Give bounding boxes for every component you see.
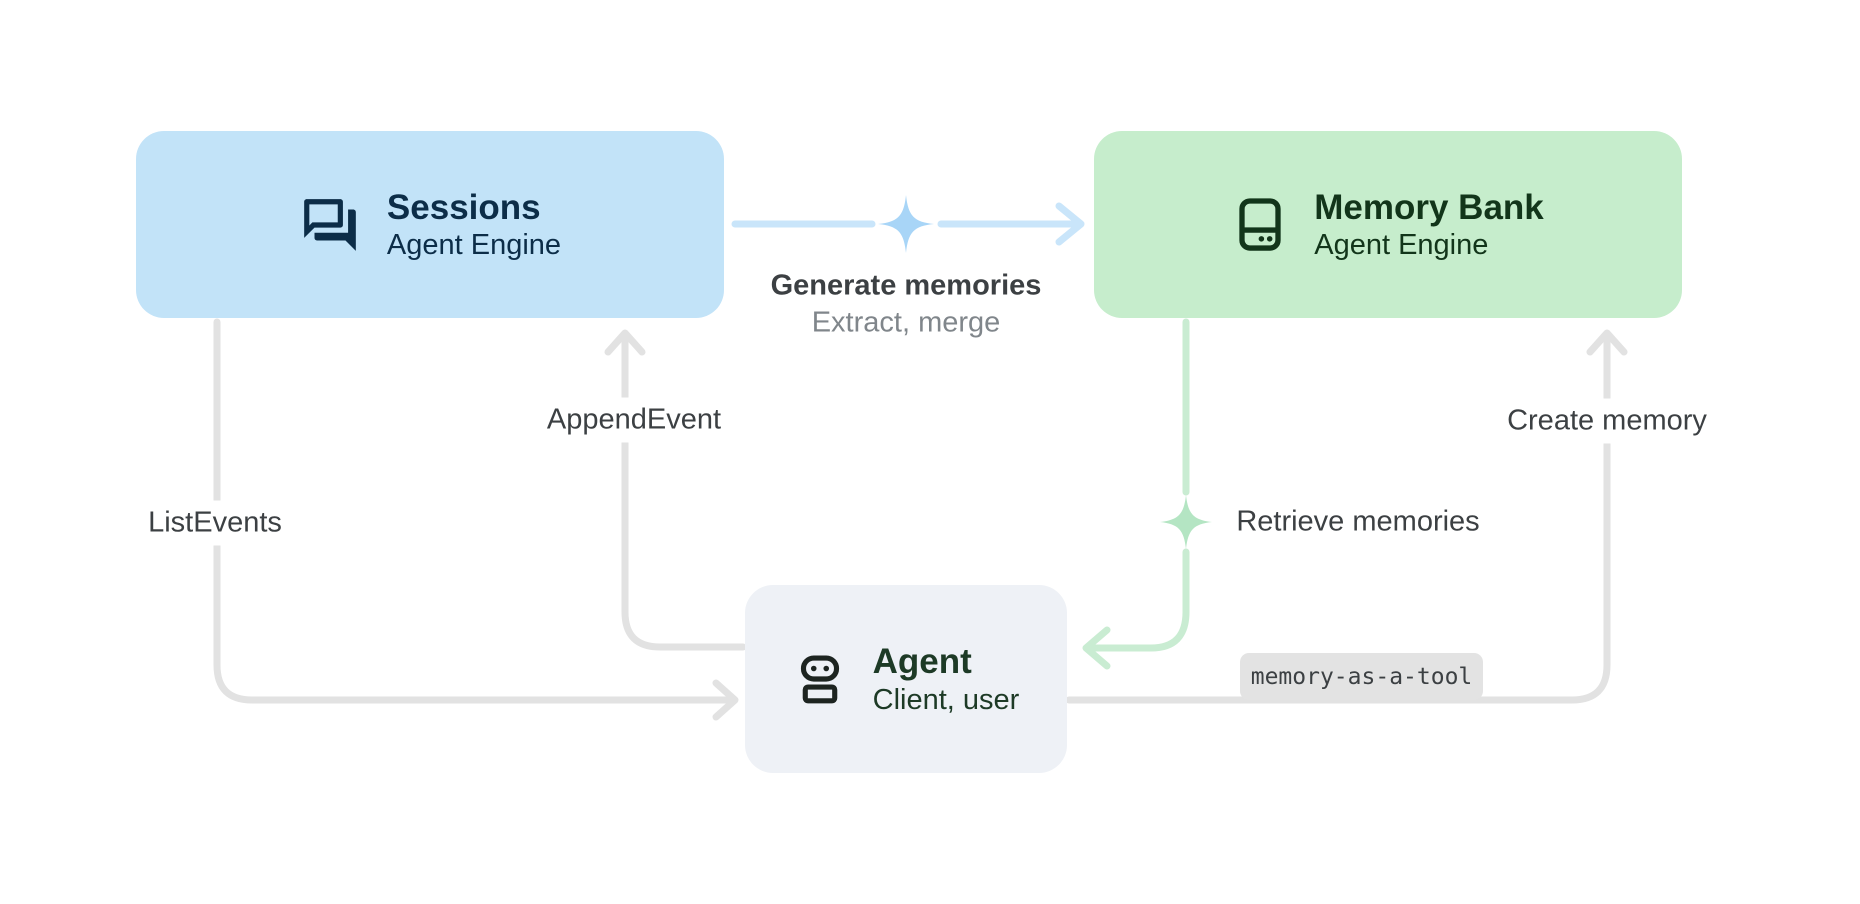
generate-arrowhead-icon	[1055, 202, 1085, 246]
list-events-arrowhead-icon	[712, 679, 739, 721]
agent-subtitle: Client, user	[872, 683, 1020, 716]
memory-as-a-tool-label: memory-as-a-tool	[1250, 663, 1473, 690]
list-events-line	[213, 318, 732, 704]
sessions-subtitle: Agent Engine	[386, 229, 562, 262]
sessions-title: Sessions	[386, 187, 541, 227]
node-memory-bank: Memory Bank Agent Engine	[1094, 131, 1682, 318]
append-event-label: AppendEvent	[536, 397, 732, 443]
memory-bank-title: Memory Bank	[1314, 187, 1544, 227]
append-event-line	[621, 336, 747, 651]
node-sessions: Sessions Agent Engine	[136, 131, 724, 318]
append-event-arrowhead-icon	[604, 329, 646, 356]
robot-icon	[800, 655, 839, 704]
node-agent: Agent Client, user	[745, 585, 1067, 773]
create-memory-line	[1065, 336, 1611, 704]
sparkle-icon	[878, 195, 934, 253]
agent-title: Agent	[872, 642, 972, 682]
retrieve-memories-label: Retrieve memories	[1236, 505, 1480, 538]
sparkle-icon	[1160, 495, 1212, 549]
chat-forum-icon	[304, 198, 356, 251]
retrieve-arrowhead-icon	[1082, 626, 1111, 670]
list-events-label: ListEvents	[138, 500, 292, 546]
memory-bank-subtitle: Agent Engine	[1314, 229, 1489, 262]
extract-merge-label: Extract, merge	[811, 306, 1001, 339]
memory-as-a-tool-badge: memory-as-a-tool	[1240, 653, 1483, 700]
create-memory-label: Create memory	[1497, 398, 1717, 444]
retrieve-line-bottom	[1086, 548, 1190, 652]
generate-memories-label: Generate memories	[770, 269, 1042, 302]
create-memory-arrowhead-icon	[1586, 329, 1628, 356]
memory-storage-icon	[1239, 197, 1281, 251]
